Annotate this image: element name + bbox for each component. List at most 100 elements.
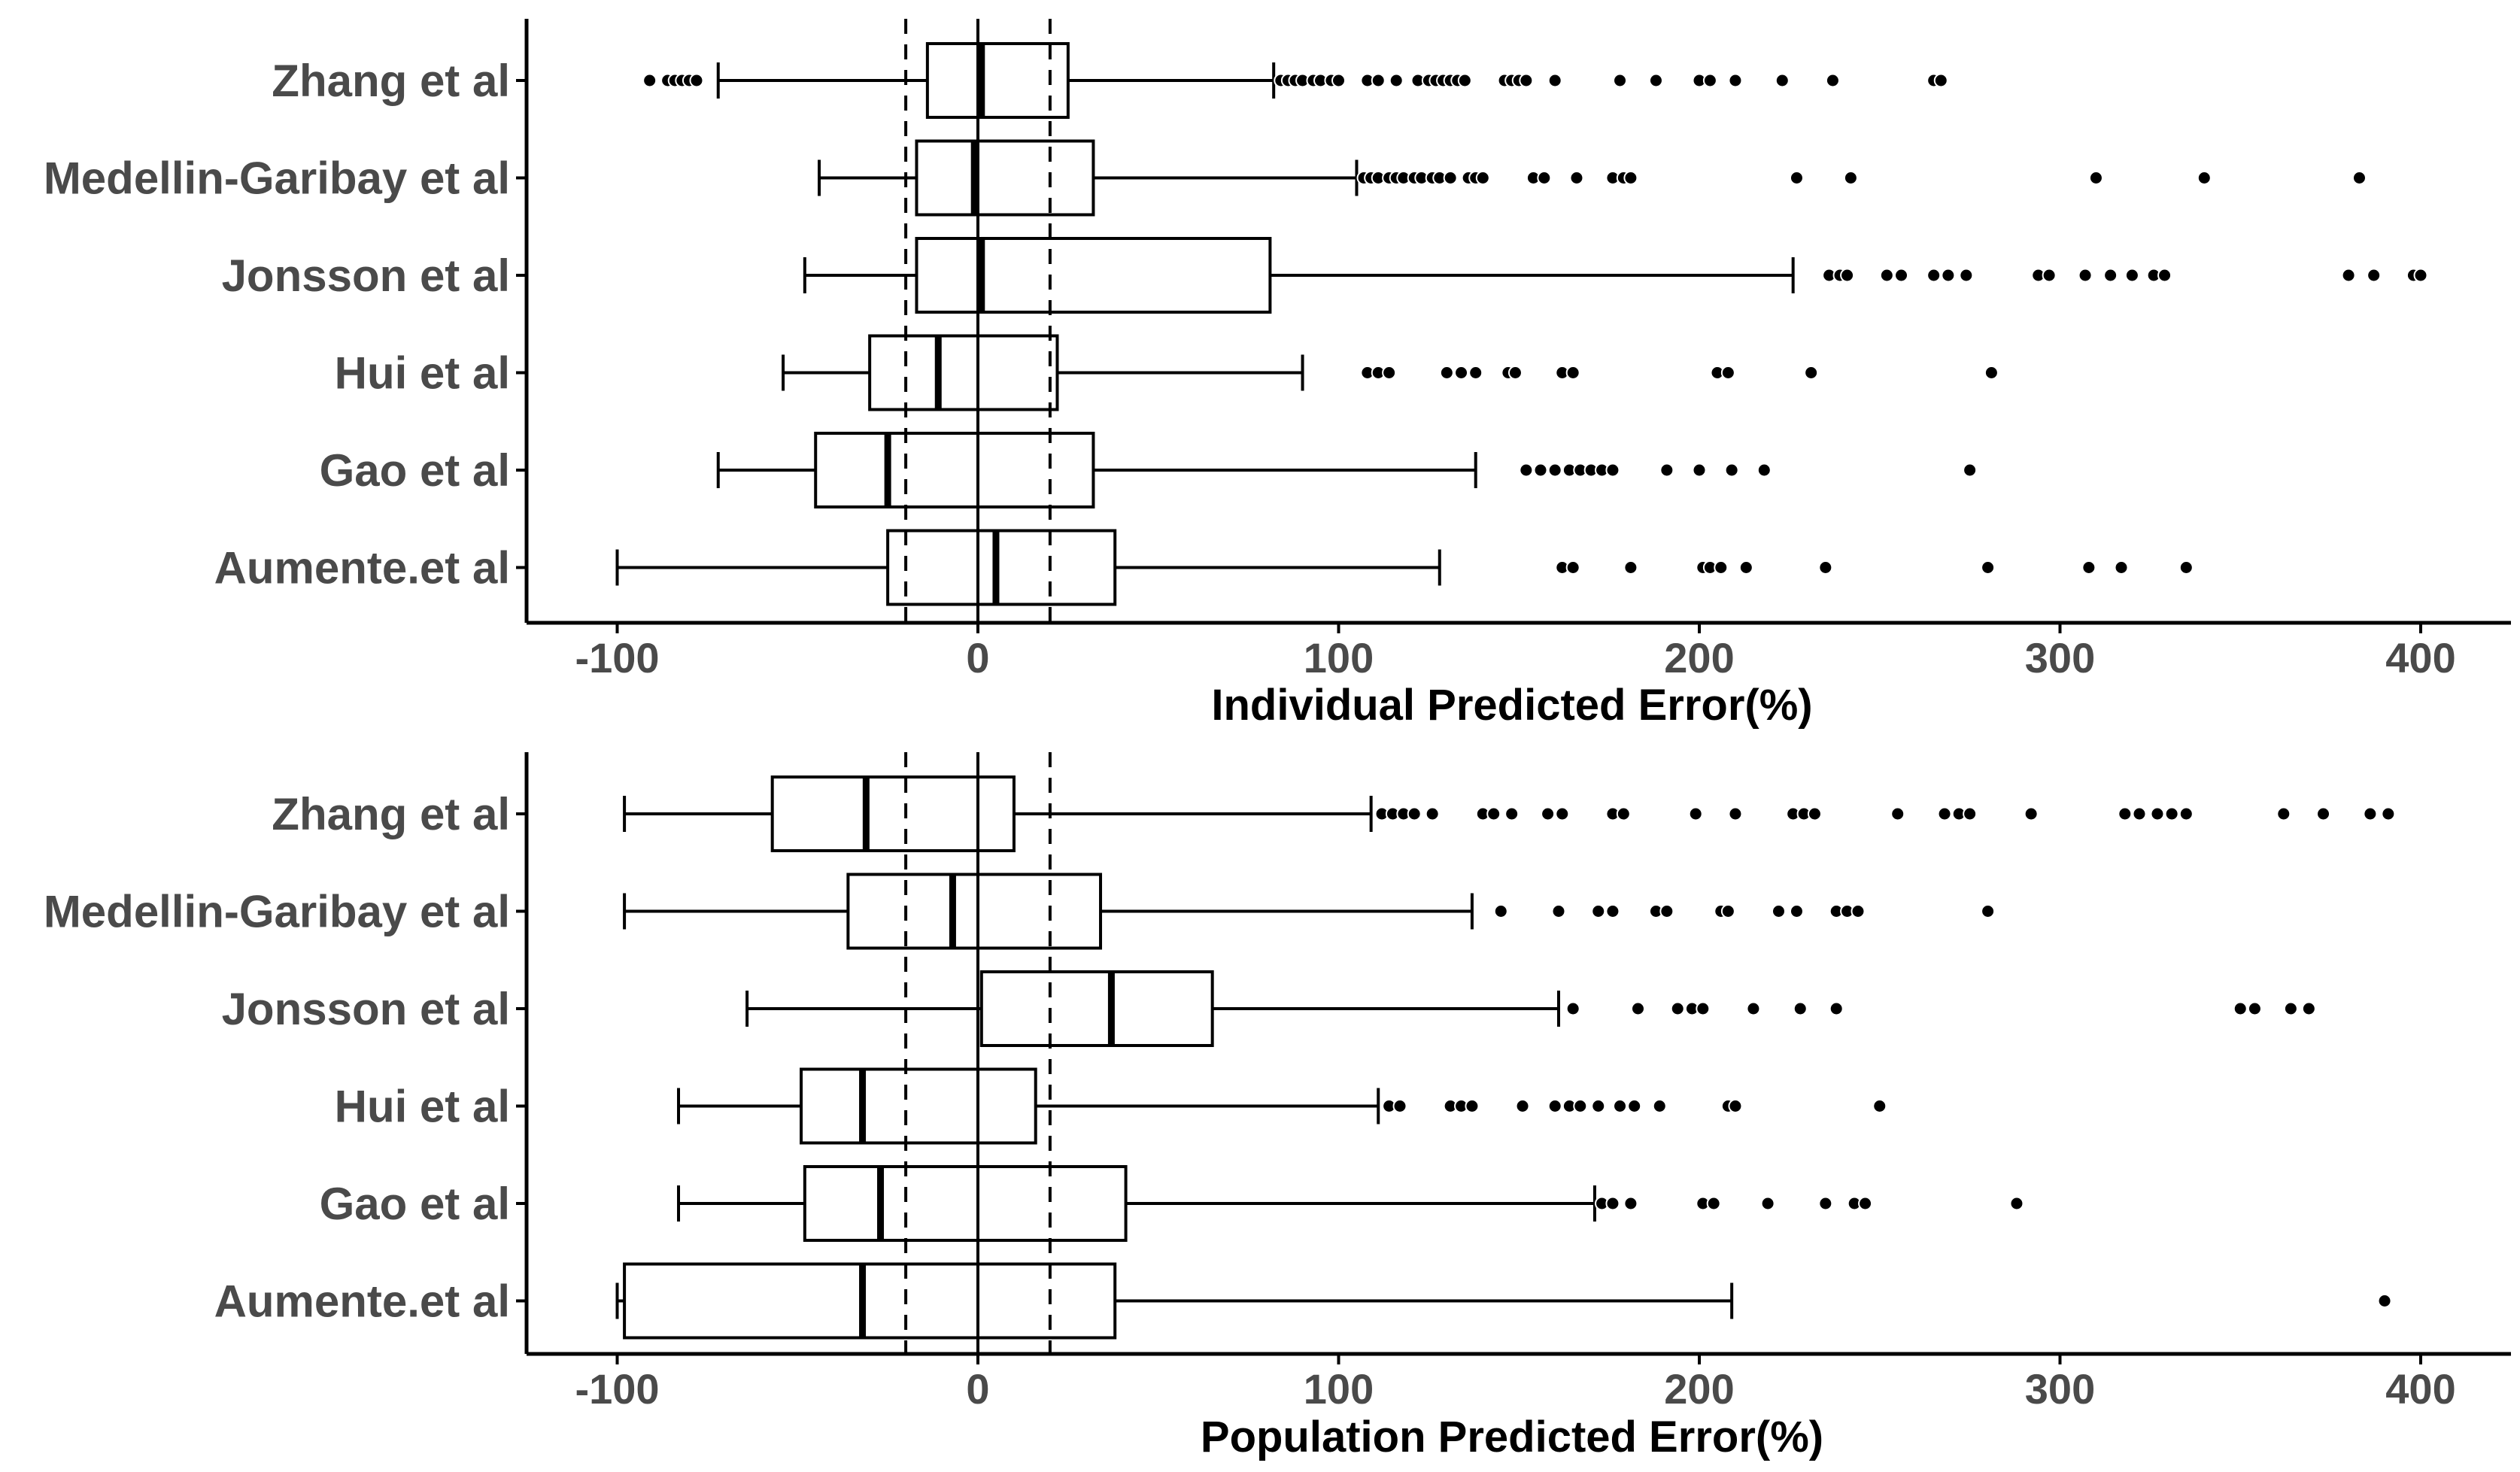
outlier-point [1771, 904, 1786, 918]
outlier-point [1425, 806, 1440, 821]
outlier-point [2114, 560, 2129, 575]
outlier-point [1371, 73, 1386, 88]
outlier-point [1454, 366, 1469, 380]
box-aumente-et-al [615, 529, 2194, 606]
outlier-point [1623, 560, 1638, 575]
outlier-point [1728, 73, 1743, 88]
outlier-point [1728, 806, 1743, 821]
outlier-point [1760, 1196, 1775, 1211]
outlier-point [1613, 1099, 1628, 1113]
outlier-point [1963, 806, 1978, 821]
outlier-point [1407, 806, 1422, 821]
x-tick-label: 400 [2385, 634, 2455, 681]
outlier-point [1894, 268, 1909, 283]
outlier-point [2377, 1294, 2392, 1308]
outlier-point [2024, 806, 2039, 821]
outlier-point [2178, 806, 2194, 821]
outlier-point [1382, 366, 1397, 380]
outlier-point [2233, 1001, 2248, 1016]
outlier-point [1714, 560, 1729, 575]
outlier-point [1728, 1099, 1743, 1113]
outlier-point [2247, 1001, 2262, 1016]
outlier-point [1696, 1001, 1711, 1016]
category-label: Jonsson et al [222, 250, 510, 301]
outlier-point [1475, 171, 1490, 185]
outlier-point [1851, 904, 1866, 918]
outlier-point [1807, 806, 1822, 821]
outlier-point [1623, 171, 1638, 185]
outlier-point [2341, 268, 2356, 283]
outlier-point [1439, 366, 1454, 380]
outlier-point [1519, 463, 1534, 478]
outlier-point [1486, 806, 1501, 821]
outlier-point [1981, 560, 1996, 575]
outlier-point [2283, 1001, 2298, 1016]
outlier-point [1605, 904, 1620, 918]
outlier-point [2301, 1001, 2316, 1016]
outlier-point [1840, 268, 1855, 283]
box-iqr [886, 529, 1117, 606]
outlier-point [1879, 268, 1894, 283]
outlier-point [1515, 1099, 1530, 1113]
outlier-point [1331, 73, 1346, 88]
outlier-point [1547, 463, 1562, 478]
outlier-point [2367, 268, 2382, 283]
outlier-point [1872, 1099, 1887, 1113]
outlier-point [1457, 73, 1472, 88]
outlier-point [1688, 806, 1703, 821]
box-medellin-garibay-et-al [818, 139, 2367, 217]
outlier-point [1858, 1196, 1873, 1211]
outlier-point [1659, 463, 1674, 478]
outlier-point [2164, 806, 2179, 821]
box-zhang-et-al [642, 42, 1948, 119]
outlier-point [1648, 73, 1663, 88]
outlier-point [2316, 806, 2331, 821]
outlier-point [1605, 1196, 1620, 1211]
outlier-point [2081, 560, 2096, 575]
x-axis-title: Individual Predicted Error(%) [1211, 681, 1812, 730]
outlier-point [1443, 171, 1458, 185]
outlier-point [1565, 560, 1580, 575]
outlier-point [1551, 904, 1566, 918]
outlier-point [1569, 171, 1584, 185]
box-iqr [915, 237, 1272, 314]
outlier-point [1933, 73, 1948, 88]
box-iqr [979, 970, 1214, 1047]
outlier-point [1706, 1196, 1721, 1211]
outlier-point [1565, 366, 1580, 380]
category-label: Aumente.et al [214, 543, 510, 593]
outlier-point [1738, 560, 1753, 575]
outlier-point [1941, 268, 1956, 283]
outlier-point [1963, 463, 1978, 478]
x-tick-label: -100 [575, 634, 659, 681]
outlier-point [1890, 806, 1905, 821]
x-axis-title: Population Predicted Error(%) [1201, 1413, 1823, 1461]
box-hui-et-al [782, 334, 1999, 411]
outlier-point [1519, 73, 1534, 88]
outlier-point [1616, 806, 1631, 821]
outlier-point [2009, 1196, 2024, 1211]
outlier-point [1843, 171, 1858, 185]
outlier-point [1533, 463, 1548, 478]
outlier-point [2103, 268, 2118, 283]
outlier-point [2132, 806, 2147, 821]
outlier-point [1392, 1099, 1407, 1113]
outlier-point [1541, 806, 1556, 821]
outlier-point [1623, 1196, 1638, 1211]
box-aumente-et-al [615, 1262, 2392, 1340]
category-label: Gao et al [320, 445, 510, 496]
x-tick-label: 100 [1304, 634, 1374, 681]
outlier-point [2088, 171, 2103, 185]
outlier-point [2042, 268, 2057, 283]
box-iqr [814, 432, 1095, 508]
outlier-point [1692, 463, 1707, 478]
box-gao-et-al [677, 1165, 2024, 1242]
outlier-point [1775, 73, 1790, 88]
category-label: Medellin-Garibay et al [44, 153, 510, 204]
outlier-point [2351, 171, 2367, 185]
outlier-point [1724, 463, 1739, 478]
outlier-point [1789, 904, 1804, 918]
